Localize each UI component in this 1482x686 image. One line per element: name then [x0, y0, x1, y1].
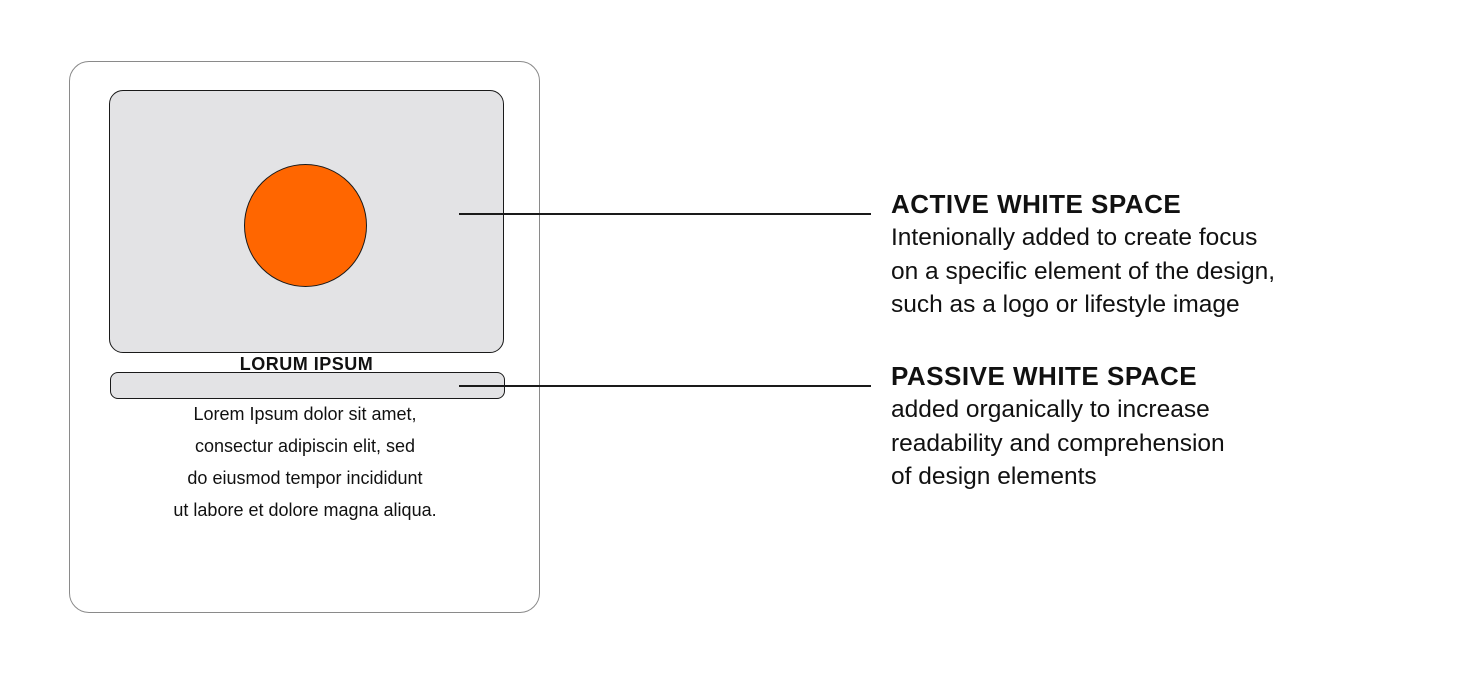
body-line: Lorem Ipsum dolor sit amet, [193, 404, 417, 424]
active-leader-line [459, 213, 871, 215]
body-line: consectur adipiscin elit, sed [194, 436, 416, 456]
orange-circle-logo [244, 164, 367, 287]
body-line: do eiusmod tempor incididunt [187, 468, 423, 488]
passive-annotation-line: readability and comprehension [891, 429, 1225, 457]
active-annotation-line: such as a logo or lifestyle image [891, 291, 1240, 318]
card-title: LORUM IPSUM [239, 354, 374, 374]
active-annotation-title: ACTIVE WHITE SPACE [891, 189, 1182, 219]
passive-leader-line [459, 385, 871, 387]
active-white-space-annotation: ACTIVE WHITE SPACE Intenionally added to… [891, 187, 1451, 322]
passive-annotation-title: PASSIVE WHITE SPACE [891, 361, 1198, 391]
title-bar-placeholder [110, 372, 505, 399]
active-annotation-line: Intenionally added to create focus [891, 224, 1258, 251]
passive-white-space-annotation: PASSIVE WHITE SPACE added organically to… [891, 359, 1451, 494]
body-line: ut labore et dolore magna aliqua. [173, 500, 437, 520]
active-annotation-line: on a specific element of the design, [891, 257, 1276, 285]
card-body-text: Lorem Ipsum dolor sit amet, consectur ad… [99, 398, 511, 526]
passive-annotation-line: of design elements [891, 463, 1097, 490]
passive-annotation-line: added organically to increase [891, 396, 1210, 423]
